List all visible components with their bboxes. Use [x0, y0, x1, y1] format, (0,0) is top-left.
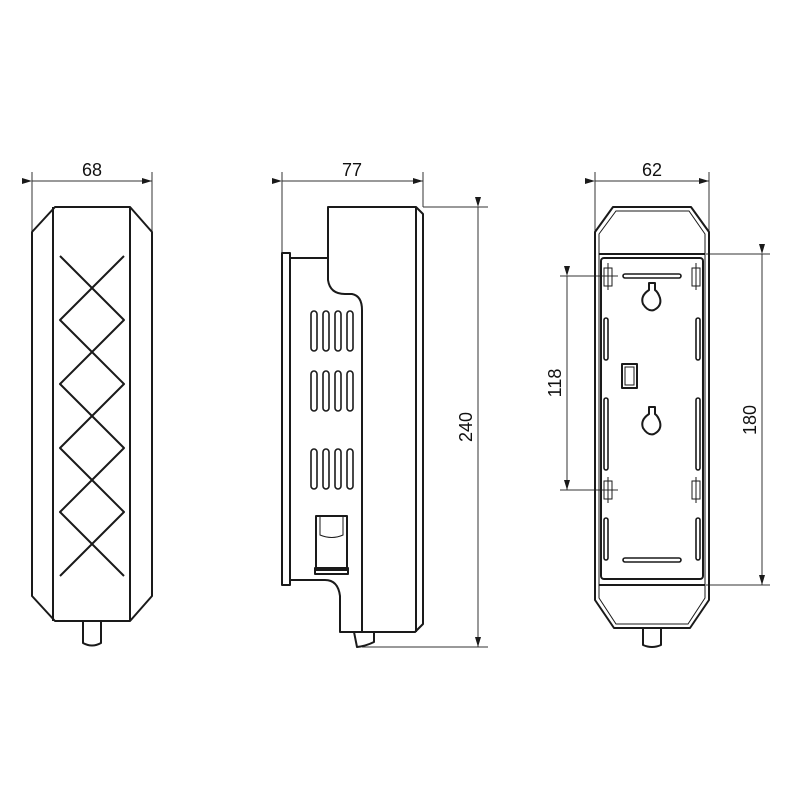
latch-rectangle	[621, 363, 638, 389]
side-height-label: 240	[456, 412, 476, 442]
front-width-label: 68	[82, 160, 102, 180]
bottom-slot	[622, 557, 682, 563]
side-slots	[603, 317, 701, 561]
top-slot	[622, 273, 682, 279]
back-body-outer	[594, 206, 710, 629]
front-width-dimension: 68	[22, 160, 153, 250]
side-body-outline	[290, 206, 424, 633]
keyhole-top	[641, 282, 662, 312]
side-depth-dimension: 77	[272, 160, 424, 255]
back-plate-height-label: 180	[740, 405, 760, 435]
back-view: 62 180 118	[545, 160, 770, 648]
back-plate-height-dimension: 180	[706, 244, 770, 586]
screw-holes	[603, 263, 701, 503]
front-view: 68	[22, 160, 153, 647]
vent-slots	[310, 310, 354, 490]
back-hole-spacing-dimension: 118	[545, 266, 618, 491]
side-view: 77 240	[272, 160, 488, 648]
push-button	[314, 515, 349, 575]
side-nozzle	[353, 631, 375, 648]
mounting-plate	[600, 257, 704, 580]
side-depth-label: 77	[342, 160, 362, 180]
front-body-outline	[31, 206, 153, 622]
keyhole-middle	[641, 406, 662, 436]
wall-plate	[281, 252, 291, 586]
back-hole-spacing-label: 118	[545, 369, 565, 398]
back-width-dimension: 62	[585, 160, 710, 235]
back-nozzle	[642, 628, 662, 648]
front-nozzle	[82, 621, 102, 647]
back-width-label: 62	[642, 160, 662, 180]
side-height-dimension: 240	[362, 197, 488, 648]
diamond-pattern	[59, 255, 125, 577]
